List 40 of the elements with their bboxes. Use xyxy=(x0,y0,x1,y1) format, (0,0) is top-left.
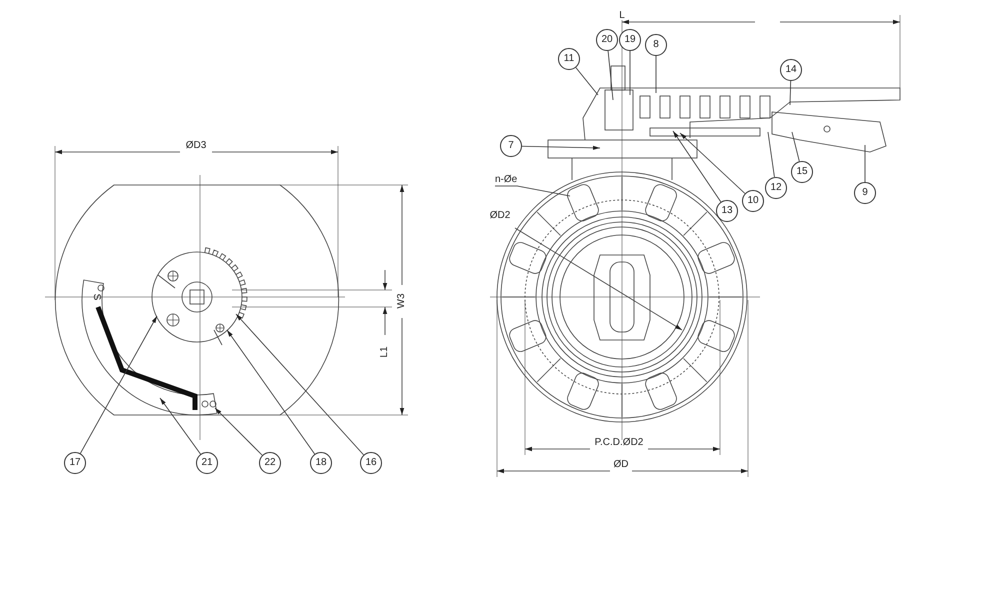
callout-number: 7 xyxy=(500,135,522,157)
dimension-label: L xyxy=(619,10,625,22)
leader-line xyxy=(680,132,746,194)
callout-number: 14 xyxy=(780,59,802,81)
callout-number: 19 xyxy=(619,29,641,51)
callout-number: 9 xyxy=(854,182,876,204)
leader-line xyxy=(864,144,866,182)
leader-line xyxy=(768,132,775,178)
leader-line xyxy=(236,314,364,456)
dimension-label: ØD xyxy=(614,459,628,471)
callout-number: 18 xyxy=(310,452,332,474)
callout-number: 11 xyxy=(558,48,580,70)
callout-number: 10 xyxy=(742,190,764,212)
callout-number: 17 xyxy=(64,452,86,474)
callout-number: 8 xyxy=(645,34,667,56)
leader-line xyxy=(790,80,792,106)
dimension-label: L1 xyxy=(379,346,391,358)
callout-number: 20 xyxy=(596,29,618,51)
dimension-label: P.C.D.ØD2 xyxy=(594,437,644,449)
dimension-label: ØD3 xyxy=(186,140,206,152)
callout-number: 12 xyxy=(765,177,787,199)
callout-number: 21 xyxy=(196,452,218,474)
leader-line xyxy=(792,132,800,162)
leader-line xyxy=(608,50,614,100)
leader-line xyxy=(214,408,263,456)
callout-number: 13 xyxy=(716,200,738,222)
leader-line xyxy=(576,67,598,96)
callout-number: 15 xyxy=(791,161,813,183)
dimension-label: ØD2 xyxy=(490,210,510,222)
leader-line xyxy=(494,186,570,196)
callout-number: 22 xyxy=(259,452,281,474)
leader-line xyxy=(522,146,600,150)
dimension-label: n-Øe xyxy=(495,174,518,186)
scale-mark: S xyxy=(90,294,102,300)
dimension-label: W3 xyxy=(396,294,408,308)
leader-line xyxy=(672,130,722,202)
leader-line xyxy=(226,330,316,454)
leader-line xyxy=(160,398,201,454)
leader-line xyxy=(80,316,158,454)
callout-number: 16 xyxy=(360,452,382,474)
